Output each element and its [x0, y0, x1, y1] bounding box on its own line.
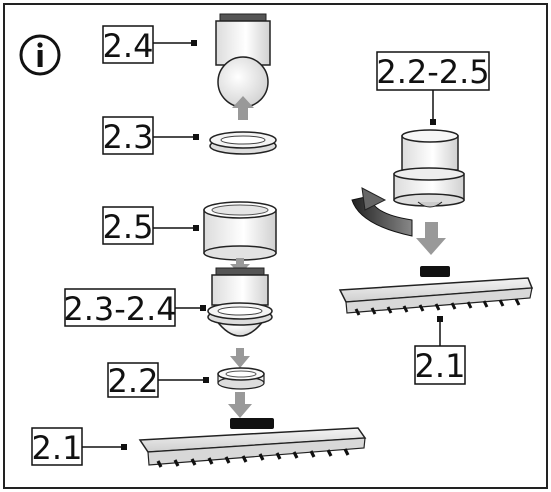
- part-2-1-bar-left: [138, 418, 367, 468]
- label-2-1-left: 2.1: [31, 427, 127, 467]
- label-2-3: 2.3: [102, 116, 199, 156]
- label-2-1-right: 2.1: [414, 316, 466, 385]
- down-arrow-icon: [416, 222, 446, 255]
- label-2-3-2-4: 2.3-2.4: [63, 288, 206, 328]
- label-2-1-right-text: 2.1: [415, 347, 466, 385]
- part-2-3-ring: [209, 131, 277, 155]
- part-2-4-ball-adapter: [215, 13, 271, 108]
- down-arrow-icon: [230, 258, 250, 274]
- part-2-2-2-5-assembly: [393, 129, 465, 208]
- up-arrow-icon: [232, 96, 254, 120]
- label-2-3-text: 2.3: [103, 118, 154, 156]
- label-2-3-2-4-text: 2.3-2.4: [63, 290, 176, 328]
- label-2-1-left-text: 2.1: [32, 429, 83, 467]
- label-2-2: 2.2: [107, 362, 209, 400]
- down-arrow-icon: [228, 392, 252, 418]
- label-2-2-2-5-text: 2.2-2.5: [376, 53, 489, 91]
- rotate-arrow-icon: [351, 187, 413, 237]
- part-2-5-cap: [203, 201, 277, 261]
- part-2-2-ring: [217, 367, 265, 390]
- label-2-2-2-5: 2.2-2.5: [376, 51, 490, 125]
- label-2-5-text: 2.5: [103, 208, 154, 246]
- label-2-4: 2.4: [102, 25, 197, 65]
- label-2-4-text: 2.4: [103, 27, 154, 65]
- part-2-3-2-4-assembly: [207, 267, 273, 337]
- info-icon: [19, 34, 61, 76]
- label-2-2-text: 2.2: [108, 362, 159, 400]
- label-2-5: 2.5: [102, 206, 199, 246]
- part-2-1-bar-right: [338, 266, 534, 316]
- down-arrow-icon: [230, 348, 250, 368]
